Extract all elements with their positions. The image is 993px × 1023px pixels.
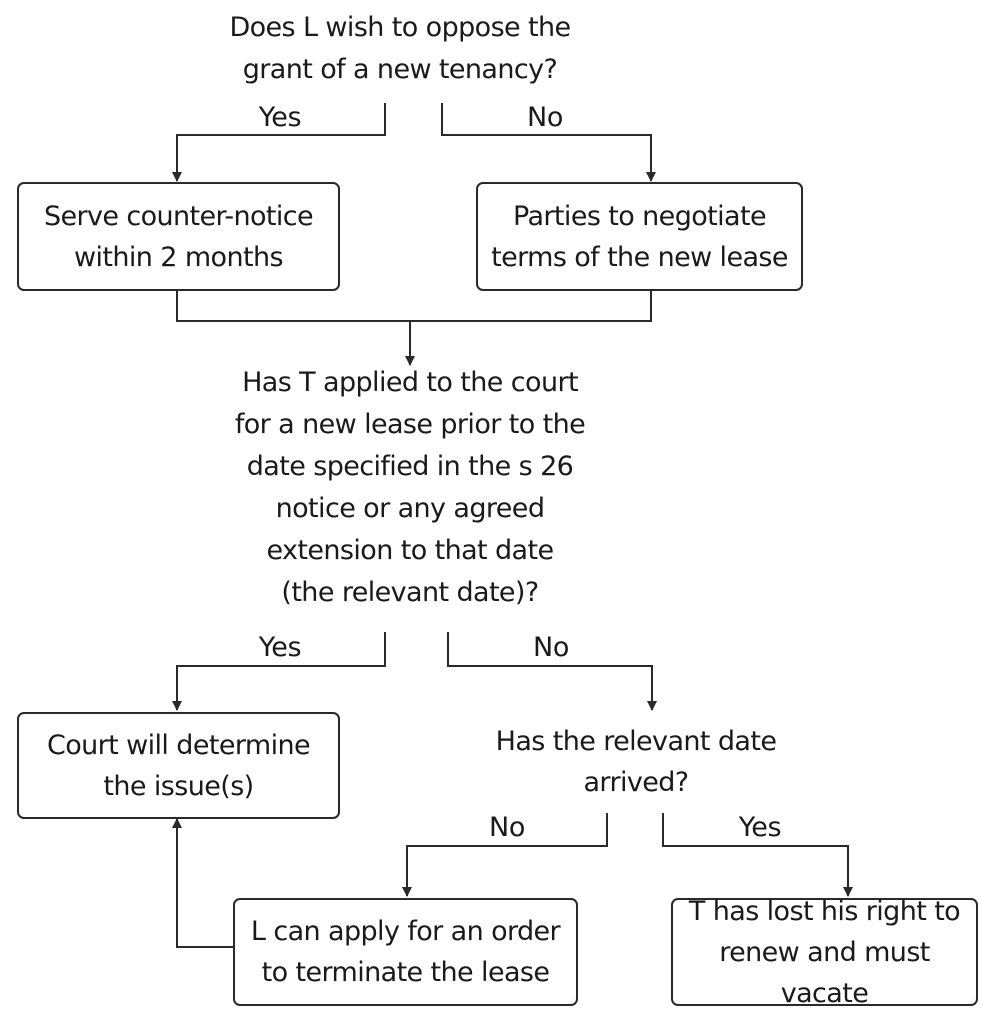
q2-no-arrow (447, 632, 657, 711)
box-court-determine: Court will determine the issue(s) (17, 712, 340, 819)
label-no-2: No (533, 632, 569, 663)
label-yes-2: Yes (258, 632, 302, 663)
box-terminate-lease: L can apply for an order to terminate th… (233, 898, 578, 1006)
box-negotiate-terms: Parties to negotiate terms of the new le… (476, 182, 803, 291)
q1-yes-arrow (172, 103, 386, 182)
box-serve-counter-notice: Serve counter-notice within 2 months (17, 182, 340, 291)
q2-yes-arrow (172, 632, 386, 711)
box-negotiate-text: Parties to negotiate terms of the new le… (491, 200, 788, 273)
q1-no-arrow (441, 103, 656, 182)
q3-yes-arrow (662, 813, 853, 897)
label-no: No (527, 102, 563, 133)
question-date-arrived: Has the relevant date arrived? (495, 726, 777, 798)
question-applied-to-court: Has T applied to the court for a new lea… (234, 367, 586, 608)
terminate-to-court-arrow (172, 818, 233, 948)
merge-connector (176, 291, 652, 322)
q3-no-arrow (402, 813, 608, 897)
box-terminate-text: L can apply for an order to terminate th… (250, 916, 561, 988)
question-oppose: Does L wish to oppose the grant of a new… (229, 12, 571, 85)
label-yes: Yes (258, 102, 302, 133)
box-serve-text: Serve counter-notice within 2 months (43, 200, 314, 273)
label-no-3: No (489, 812, 525, 843)
box-court-text: Court will determine the issue(s) (46, 729, 311, 802)
box-lost-right: T has lost his right to renew and must v… (671, 896, 978, 1009)
box-lost-text: T has lost his right to renew and must v… (688, 895, 961, 1009)
label-yes-3: Yes (738, 812, 782, 843)
